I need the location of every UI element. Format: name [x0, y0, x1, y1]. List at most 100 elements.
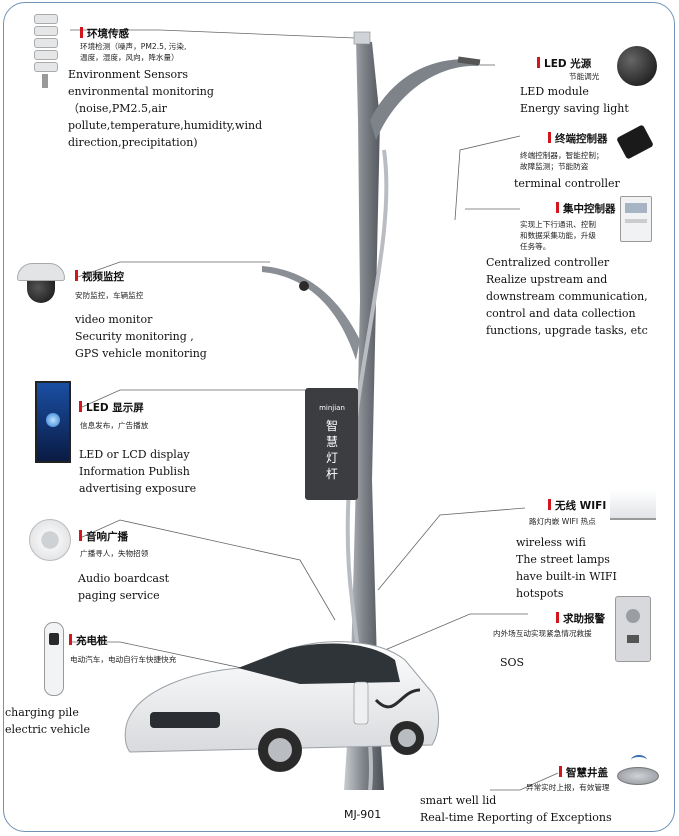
sos-sub: 内外场互动实现紧急情况救援 [493, 629, 592, 638]
wifi-title: 无线 WIFI [548, 498, 606, 513]
wifi-device-image [610, 490, 656, 520]
env-en-line: direction,precipitation) [68, 136, 198, 149]
well-sub: 异常实时上报，有效管理 [526, 783, 610, 792]
display-en-line: LED or LCD display [79, 448, 190, 461]
sos-title: 求助报警 [556, 611, 605, 626]
led-en: LED module Energy saving light [520, 83, 629, 117]
terminal-title: 终端控制器 [548, 131, 608, 146]
display-marker [79, 401, 82, 412]
pole-display-panel [305, 388, 358, 500]
well-en-line: smart well lid [420, 794, 497, 807]
charger-image [44, 622, 64, 696]
env-en-line: Environment Sensors [68, 68, 189, 81]
concentrator-en: Centralized controller Realize upstream … [486, 254, 648, 339]
car-illustration [124, 641, 439, 772]
model-label: MJ-901 [344, 808, 382, 821]
concentrator-sub-1: 实现上下行通讯、控制 [520, 220, 596, 229]
display-en-line: advertising exposure [79, 482, 197, 495]
video-en-line: Security monitoring , [75, 330, 194, 343]
led-screen-image [35, 381, 71, 463]
audio-en: Audio boardcast paging service [78, 570, 169, 604]
concentrator-en-line: downstream communication, [486, 290, 648, 303]
page-frame [3, 2, 675, 832]
concentrator-sub-3: 任务等。 [520, 242, 551, 251]
env-en-line: （noise,PM2.5,air [68, 102, 167, 115]
audio-marker [79, 530, 82, 541]
speaker-image [29, 519, 71, 561]
wifi-en-line: The street lamps [516, 553, 610, 566]
video-en: video monitor Security monitoring , GPS … [75, 311, 207, 362]
wifi-en-line: wireless wifi [516, 536, 586, 549]
video-marker [75, 270, 78, 281]
concentrator-marker [556, 202, 559, 213]
display-en: LED or LCD display Information Publish a… [79, 446, 196, 497]
pole-arm-upper [370, 59, 478, 140]
wifi-en-line: have built-in WIFI [516, 570, 617, 583]
video-en-line: video monitor [75, 313, 153, 326]
pole-sensor [353, 31, 371, 45]
panel-text: 智慧灯杆 [326, 419, 339, 481]
terminal-en: terminal controller [514, 177, 620, 190]
pole-camera [299, 281, 309, 291]
concentrator-title: 集中控制器 [556, 201, 616, 216]
well-lid-image [617, 755, 661, 785]
sos-en: SOS [500, 656, 525, 669]
env-marker [80, 27, 83, 38]
terminal-marker [548, 132, 551, 143]
concentrator-en-line: Realize upstream and [486, 273, 608, 286]
video-en-line: GPS vehicle monitoring [75, 347, 207, 360]
charging-en: charging pile electric vehicle [5, 704, 90, 738]
terminal-sub-1: 终端控制器，智能控制； [520, 151, 604, 160]
concentrator-en-line: control and data collection [486, 307, 636, 320]
concentrator-image [620, 196, 652, 242]
charging-marker [69, 634, 72, 645]
audio-en-line: paging service [78, 589, 160, 602]
env-sub-2: 温度，湿度，风向，降水量） [80, 53, 179, 62]
panel-brand: minjian [319, 404, 345, 412]
env-en: Environment Sensors environmental monito… [68, 66, 262, 151]
env-sensor-image [34, 12, 58, 88]
led-en-line: Energy saving light [520, 102, 629, 115]
video-title: 视频监控 [75, 269, 124, 284]
led-module-image [617, 46, 657, 86]
dome-camera-image [17, 263, 65, 307]
env-en-line: environmental monitoring [68, 85, 214, 98]
led-head [457, 56, 481, 66]
sos-marker [556, 612, 559, 623]
well-en-line: Real-time Reporting of Exceptions [420, 811, 612, 824]
concentrator-sub-2: 和数据采集功能，升级 [520, 231, 596, 240]
display-sub: 信息发布，广告播放 [80, 421, 149, 430]
charging-title: 充电桩 [69, 633, 108, 648]
audio-title: 音响广播 [79, 529, 128, 544]
led-marker [537, 57, 540, 68]
concentrator-en-line: functions, upgrade tasks, etc [486, 324, 648, 337]
env-sub-1: 环境检测（噪声，PM2.5, 污染, [80, 42, 187, 51]
wifi-en-line: hotspots [516, 587, 564, 600]
led-en-line: LED module [520, 85, 589, 98]
audio-en-line: Audio boardcast [78, 572, 170, 585]
pole-charger [353, 681, 369, 725]
leader-lines [70, 29, 559, 791]
charging-en-line: electric vehicle [5, 723, 91, 736]
wifi-en: wireless wifi The street lamps have buil… [516, 534, 617, 602]
env-title: 环境传感 [80, 26, 129, 41]
led-sub: 节能调光 [569, 72, 600, 81]
sos-panel-image [615, 596, 651, 662]
charging-sub: 电动汽车，电动自行车快捷快充 [70, 655, 177, 664]
display-title: LED 显示屏 [79, 400, 144, 415]
wifi-sub: 路灯内嵌 WIFI 热点 [529, 517, 596, 526]
terminal-sub-2: 故障监测；节能防盗 [520, 162, 589, 171]
audio-sub: 广播寻人，失物招领 [80, 549, 149, 558]
wifi-marker [548, 499, 551, 510]
well-title: 智慧井盖 [559, 765, 608, 780]
well-en: smart well lid Real-time Reporting of Ex… [420, 792, 612, 826]
video-sub: 安防监控，车辆监控 [75, 291, 144, 300]
display-en-line: Information Publish [79, 465, 190, 478]
concentrator-en-line: Centralized controller [486, 256, 610, 269]
led-title: LED 光源 [537, 56, 591, 71]
well-marker [559, 766, 562, 777]
pole-arm-lower [262, 266, 360, 360]
charging-en-line: charging pile [5, 706, 79, 719]
env-en-line: pollute,temperature,humidity,wind [68, 119, 263, 132]
